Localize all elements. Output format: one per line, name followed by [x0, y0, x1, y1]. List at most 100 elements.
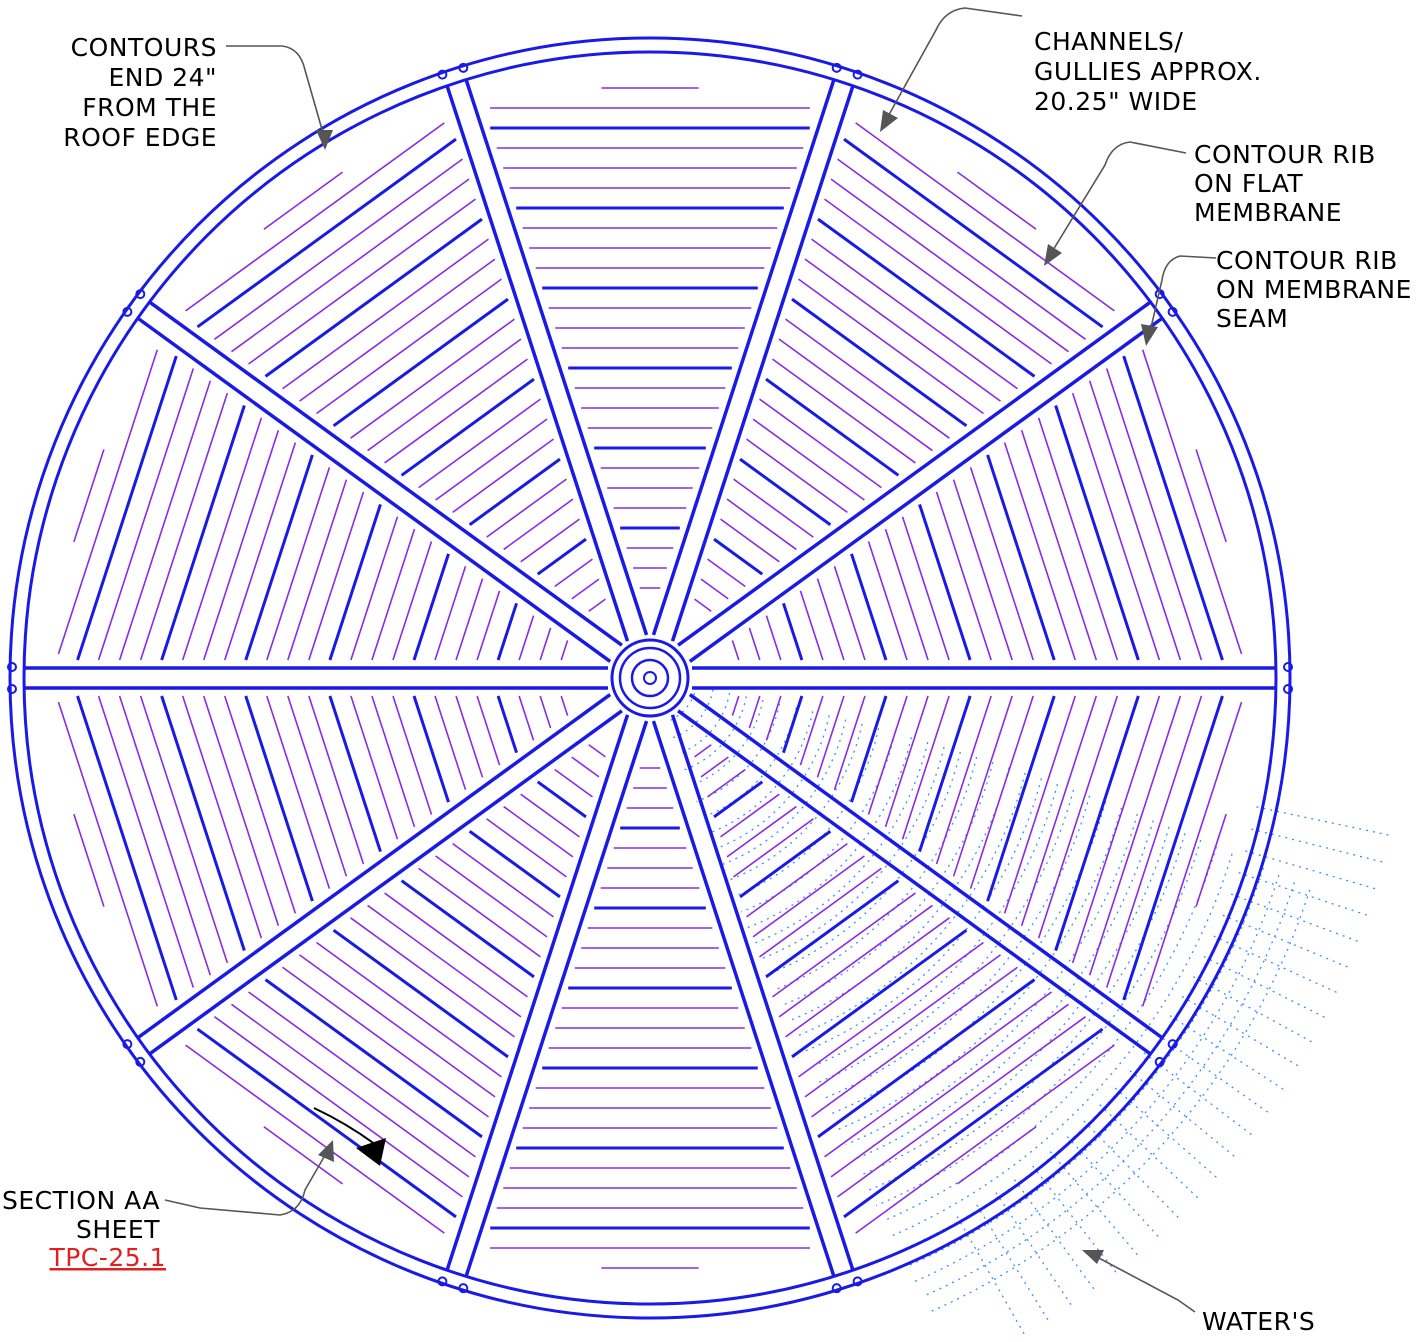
contour-rib [707, 558, 746, 588]
water-flow-spill [1213, 935, 1342, 995]
label-contours: CONTOURS END 24" FROM THE ROOF EDGE [63, 33, 217, 152]
membrane-seam-rib [196, 137, 457, 329]
contour-rib [733, 478, 814, 538]
contour-rib [726, 498, 797, 551]
membrane-seam-rib [850, 695, 888, 803]
water-flow-arc [860, 826, 1170, 1176]
contour-rib [282, 238, 489, 390]
contour-rib [282, 966, 489, 1118]
water-flow-spill [1114, 1087, 1221, 1182]
hub-inner-ring [630, 658, 670, 698]
contour-rib [139, 392, 229, 661]
contour-rib [571, 756, 600, 778]
water-flow-arc [838, 807, 1123, 1130]
contour-rib [1195, 449, 1227, 543]
membrane-seam-rib [496, 695, 518, 754]
contour-rib [181, 417, 263, 661]
water-flow-arc [906, 867, 1264, 1267]
water-flow-spill [1245, 850, 1381, 891]
contour-rib [837, 1016, 1087, 1198]
membrane-seam-rib [765, 377, 900, 477]
contour-rib [263, 1126, 344, 1185]
section-aa-marker [313, 1107, 386, 1166]
contour-rib [1003, 442, 1077, 661]
contour-rib [707, 768, 746, 798]
contour-rib [748, 627, 761, 661]
membrane-seam-rib [412, 695, 450, 803]
water-flow-arc [823, 795, 1091, 1099]
leader-contours-arrow-icon [316, 130, 333, 150]
label-section-line2: SHEET [76, 1215, 160, 1244]
contour-rib [486, 818, 567, 878]
contour-rib [1105, 368, 1203, 661]
membrane-seam-rib [765, 879, 900, 979]
contour-rib [57, 349, 159, 655]
membrane-seam-rib [850, 553, 888, 661]
outer-roof-edge [8, 36, 1292, 1320]
water-flow-spill [1238, 872, 1372, 918]
label-contours-line4: ROOF EDGE [63, 123, 217, 152]
contour-rib [778, 338, 933, 452]
contour-rib [935, 491, 992, 661]
contour-rib [299, 954, 496, 1098]
membrane-seam-rib [782, 695, 804, 754]
membrane-seam-rib [713, 537, 764, 576]
water-flow-spill [1169, 1015, 1288, 1093]
contour-rib [435, 418, 548, 501]
contour-rib [935, 695, 992, 865]
water-flow-spill [1066, 1136, 1162, 1241]
contour-rib [97, 695, 195, 988]
membrane-seam-rib [496, 602, 518, 661]
water-flow-spill [1230, 893, 1363, 944]
contour-rib [746, 438, 848, 514]
contour-rib [97, 368, 195, 661]
water-flow-spill [1222, 914, 1353, 970]
label-section-line1: SECTION AA [2, 1186, 160, 1215]
contour-rib [367, 338, 522, 452]
contour-rib [956, 1126, 1037, 1185]
contour-rib [804, 258, 1001, 402]
section-sheet-link[interactable]: TPC-25.1 [49, 1243, 167, 1272]
contour-rib [139, 695, 229, 964]
leader-water-arrow-icon [1082, 1250, 1104, 1264]
label-rib-seam-line2: ON MEMBRANE [1216, 275, 1412, 304]
contour-rib [350, 917, 515, 1038]
contour-rib [855, 122, 1115, 312]
contour-rib [772, 358, 916, 464]
contour-rib [759, 867, 882, 958]
contour-rib [371, 695, 416, 828]
contour-rib [1071, 695, 1161, 964]
channels-gullies [7, 62, 1293, 1294]
section-arrow-icon [356, 1138, 386, 1166]
contour-rib [185, 122, 445, 312]
contour-rib [213, 1016, 463, 1198]
contour-rib [57, 701, 159, 1007]
contour-rib [539, 695, 552, 729]
center-hub [610, 638, 690, 718]
contour-rib [1020, 429, 1098, 661]
water-flow-arc [715, 715, 830, 850]
label-contours-line1: CONTOURS [71, 33, 217, 62]
water-flow-arc [845, 813, 1138, 1146]
contour-rib [434, 565, 467, 661]
contour-rib [520, 793, 580, 838]
label-section: SECTION AA SHEET TPC-25.1 [2, 1186, 166, 1272]
contour-rib [266, 467, 331, 661]
contour-rib [223, 695, 297, 914]
membrane-seam-rib [713, 780, 764, 819]
contour-rib [248, 198, 476, 365]
hub-ring [618, 646, 682, 710]
contour-rib [811, 966, 1018, 1118]
contour-rib [720, 793, 780, 838]
leader-channels-arrow-icon [880, 110, 898, 132]
gully-edge [445, 85, 630, 642]
contour-rib [824, 991, 1052, 1158]
contour-rib [748, 695, 761, 729]
contour-rib [503, 805, 574, 858]
water-flow-arc [734, 728, 880, 897]
contour-rib [726, 805, 797, 858]
membrane-seam-rib [468, 830, 561, 899]
contour-rib [554, 558, 593, 588]
label-water: WATER'S [1202, 1307, 1315, 1336]
membrane-seam-rib [843, 1027, 1104, 1219]
